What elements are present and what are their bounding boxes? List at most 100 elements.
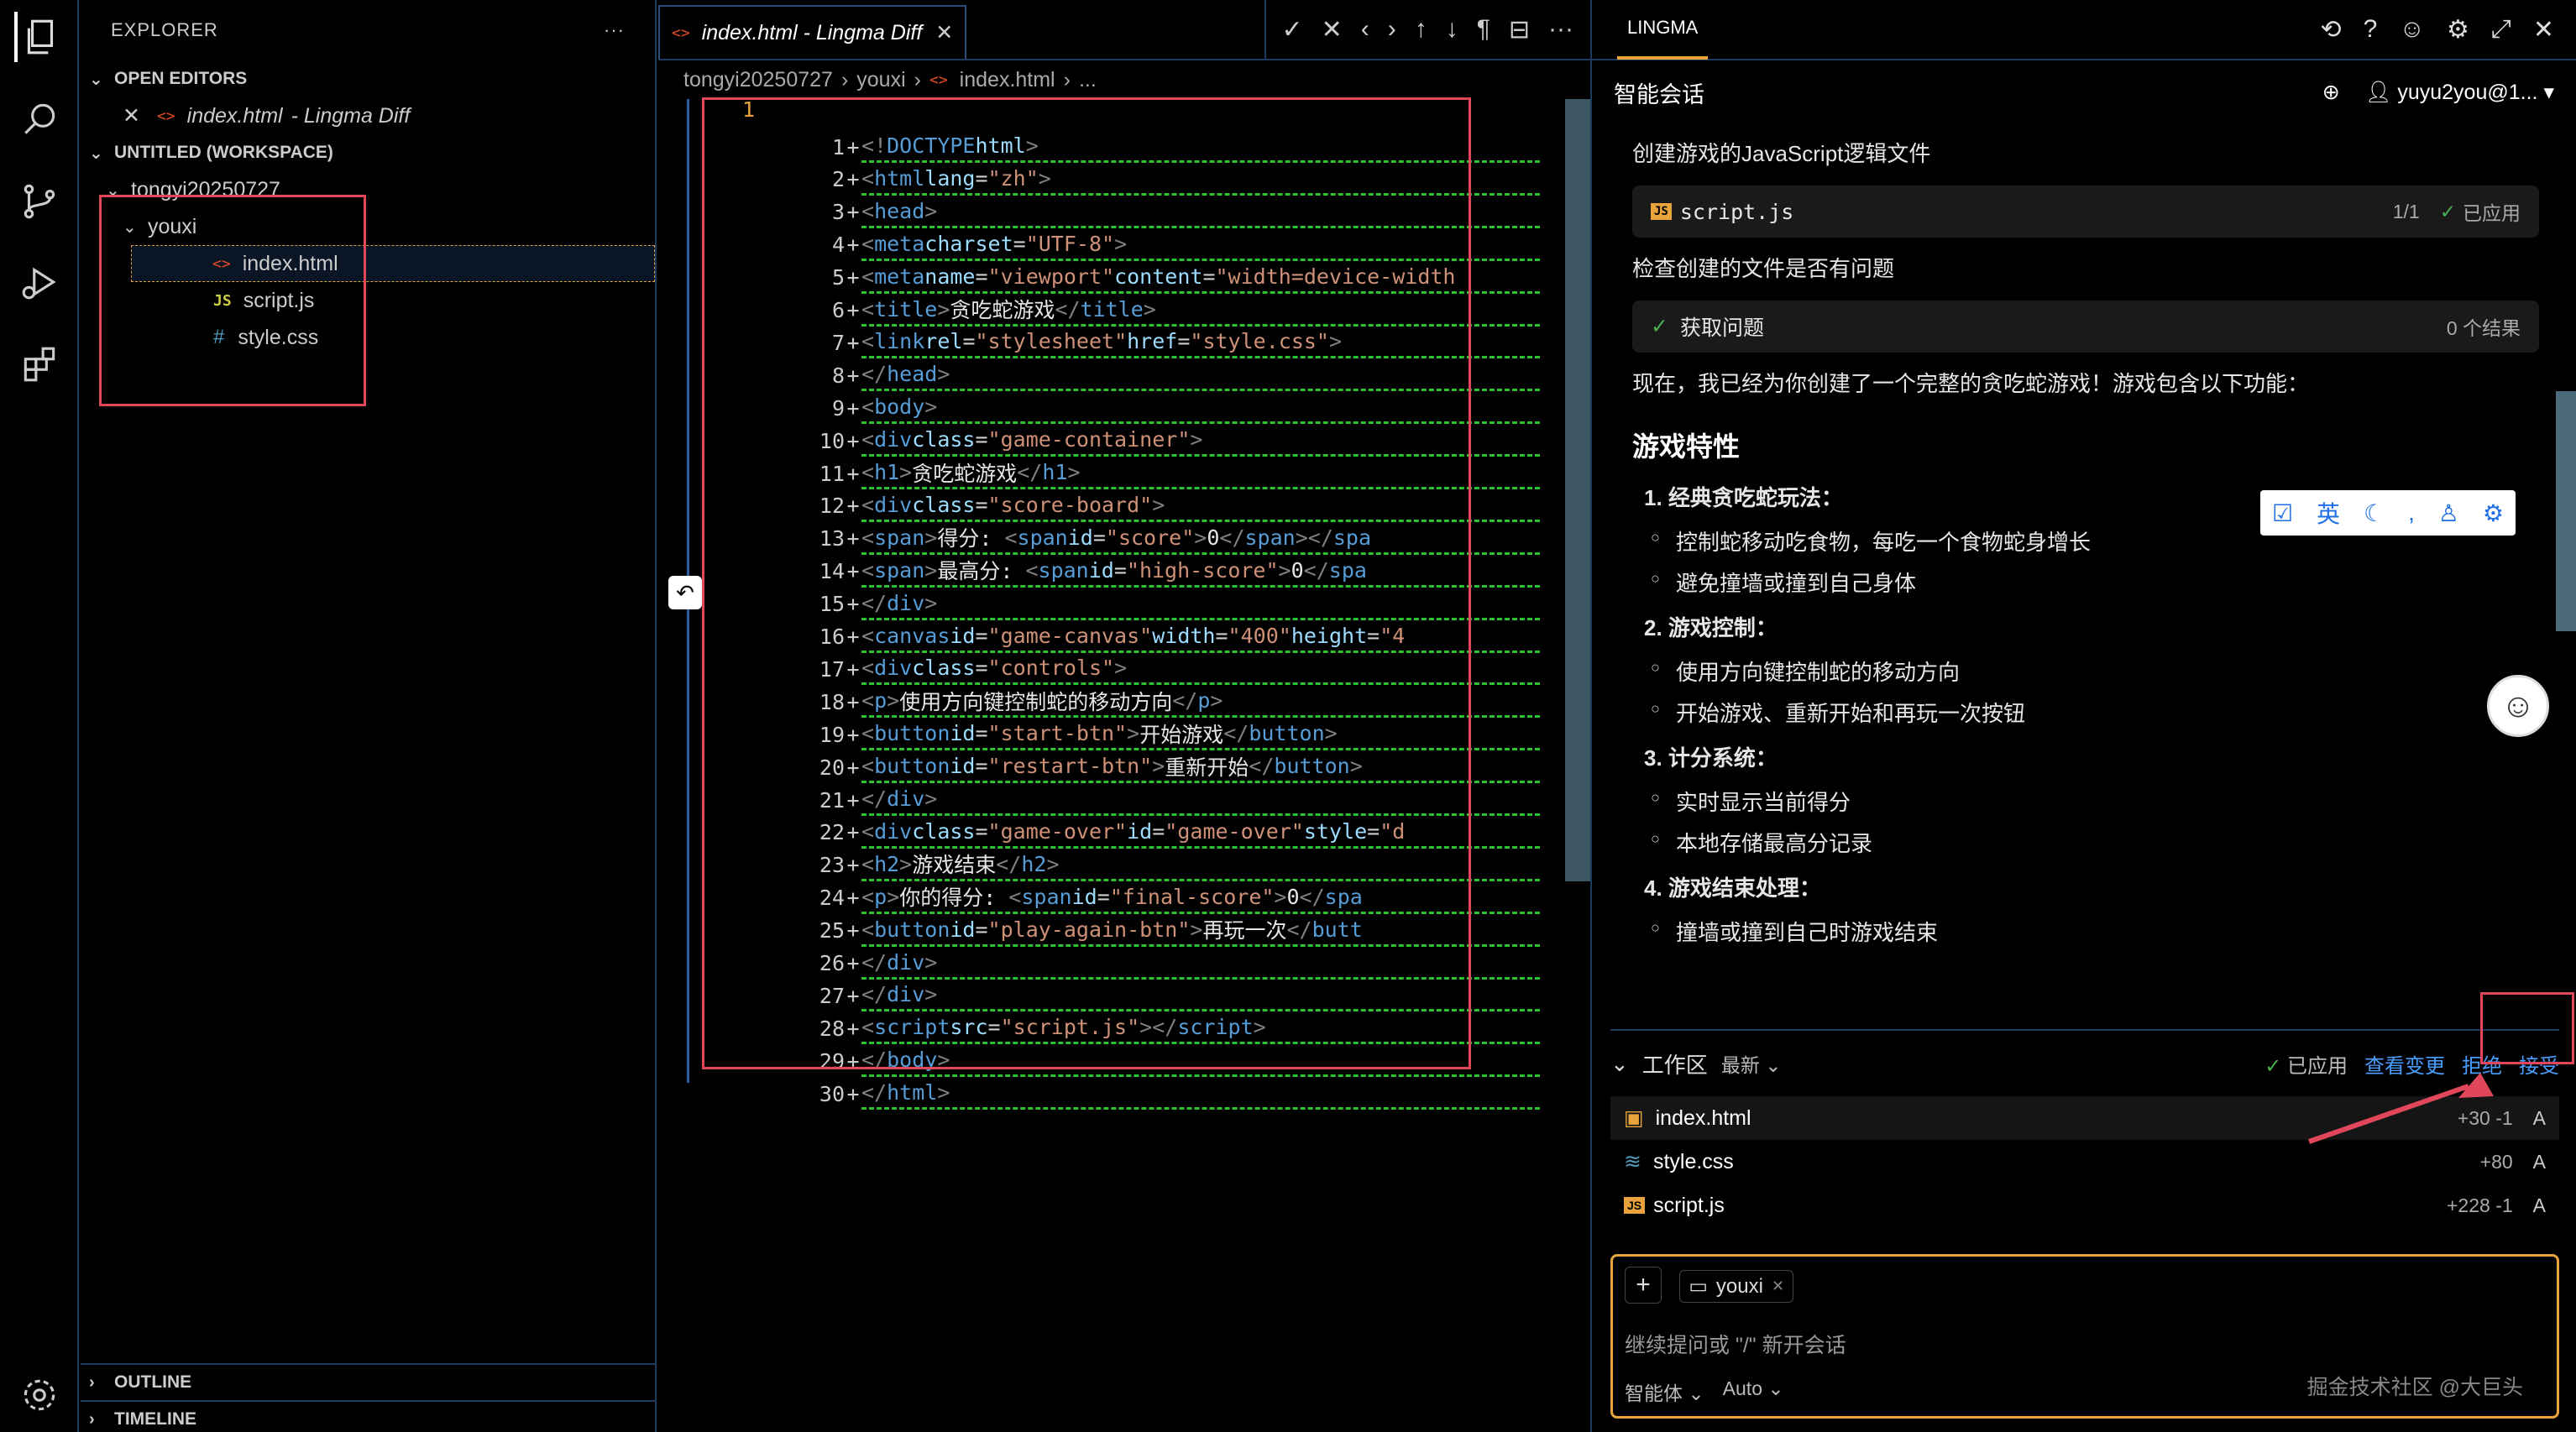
mode-dropdown[interactable]: 智能体 ⌄: [1625, 1382, 1704, 1404]
settings-gear-icon[interactable]: [14, 1370, 65, 1420]
context-chip[interactable]: ▭ youxi ✕: [1679, 1270, 1794, 1303]
breadcrumb-item[interactable]: ...: [1078, 67, 1097, 91]
code-line[interactable]: 6+ <title>贪吃蛇游戏</title>: [658, 295, 1540, 327]
arrow-up-icon[interactable]: ↑: [1414, 15, 1427, 43]
tree-file-style-css[interactable]: # style.css: [213, 319, 318, 356]
code-line[interactable]: 27+ </div>: [658, 980, 1540, 1012]
code-line[interactable]: 11+ <h1>贪吃蛇游戏</h1>: [658, 457, 1540, 489]
code-line[interactable]: 23+ <h2>游戏结束</h2>: [658, 849, 1540, 881]
gear-icon[interactable]: ⚙: [2482, 499, 2504, 526]
code-line[interactable]: 19+ <button id="start-btn">开始游戏</button>: [658, 719, 1540, 751]
code-line[interactable]: 22+ <div class="game-over" id="game-over…: [658, 817, 1540, 849]
search-icon[interactable]: [14, 94, 65, 144]
code-line[interactable]: 7+ <link rel="stylesheet" href="style.cs…: [658, 327, 1540, 359]
ime-toolbar[interactable]: ☑ 英 ☾ , ♙ ⚙: [2260, 490, 2516, 536]
pilcrow-icon[interactable]: ¶: [1476, 15, 1490, 43]
code-line[interactable]: 13+ <span>得分: <span id="score">0</span><…: [658, 523, 1540, 555]
new-chat-icon[interactable]: ⊕: [2322, 81, 2340, 104]
feedback-icon[interactable]: ☺: [2399, 14, 2425, 43]
close-icon[interactable]: ✕: [2532, 15, 2554, 44]
code-line[interactable]: 1+<!DOCTYPE html>: [658, 131, 1540, 163]
extensions-icon[interactable]: [14, 339, 65, 389]
code-line[interactable]: 4+ <meta charset="UTF-8">: [658, 229, 1540, 261]
tree-folder-youxi[interactable]: ⌄ youxi: [123, 208, 196, 245]
code-line[interactable]: 26+ </div>: [658, 948, 1540, 980]
chat-input[interactable]: 继续提问或 "/" 新开会话: [1625, 1334, 1846, 1357]
problems-card[interactable]: ✓ 获取问题 0 个结果: [1632, 301, 2539, 353]
open-editors-section[interactable]: ⌄ OPEN EDITORS: [81, 60, 657, 97]
run-debug-icon[interactable]: [14, 257, 65, 307]
source-control-icon[interactable]: [14, 176, 65, 227]
add-context-button[interactable]: +: [1625, 1267, 1662, 1304]
arrow-left-icon[interactable]: ‹: [1360, 15, 1369, 43]
more-icon[interactable]: ···: [1548, 15, 1573, 43]
workspace-section[interactable]: ⌄ UNTITLED (WORKSPACE): [81, 134, 657, 171]
code-line[interactable]: 10+ <div class="game-container">: [658, 425, 1540, 457]
code-line[interactable]: 25+ <button id="play-again-btn">再玩一次</bu…: [658, 915, 1540, 947]
user-menu[interactable]: 👤︎ yuyu2you@1... ▾: [2365, 80, 2554, 105]
applied-file-card[interactable]: JS script.js 1/1 ✓ 已应用: [1632, 186, 2539, 238]
accept-link[interactable]: 接受: [2519, 1054, 2559, 1078]
code-line[interactable]: 9+<body>: [658, 392, 1540, 425]
breadcrumb-item[interactable]: tongyi20250727: [683, 67, 833, 91]
user-icon[interactable]: ♙: [2437, 499, 2459, 526]
code-line[interactable]: 24+ <p>你的得分: <span id="final-score">0</s…: [658, 882, 1540, 914]
split-editor-icon[interactable]: ⊟: [1508, 15, 1531, 44]
reject-x-icon[interactable]: ✕: [1321, 15, 1343, 44]
ime-lang[interactable]: 英: [2317, 501, 2341, 527]
close-icon[interactable]: ✕: [935, 21, 954, 44]
outline-section[interactable]: › OUTLINE: [81, 1363, 657, 1400]
explorer-icon[interactable]: [14, 12, 65, 62]
view-changes-link[interactable]: 查看变更: [2364, 1054, 2445, 1078]
code-line[interactable]: 30+</html>: [658, 1078, 1540, 1111]
punctuation-icon[interactable]: ,: [2408, 499, 2415, 525]
code-line[interactable]: 8+</head>: [658, 359, 1540, 392]
code-line[interactable]: 12+ <div class="score-board">: [658, 490, 1540, 522]
code-line[interactable]: 21+ </div>: [658, 784, 1540, 816]
model-dropdown[interactable]: Auto ⌄: [1722, 1377, 1784, 1399]
code-line[interactable]: 3+<head>: [658, 196, 1540, 228]
tree-file-script-js[interactable]: JS script.js: [213, 282, 314, 319]
editor-tab-active[interactable]: <> index.html - Lingma Diff ✕: [658, 5, 967, 59]
changed-file-row[interactable]: ▣ index.html +30 -1 A: [1610, 1096, 2559, 1140]
breadcrumb-item[interactable]: youxi: [856, 67, 906, 91]
code-line[interactable]: 14+ <span>最高分: <span id="high-score">0</…: [658, 556, 1540, 588]
code-line[interactable]: 20+ <button id="restart-btn">重新开始</butto…: [658, 751, 1540, 784]
help-icon[interactable]: ?: [2363, 14, 2378, 43]
code-line[interactable]: 15+ </div>: [658, 588, 1540, 620]
code-line[interactable]: 18+ <p>使用方向键控制蛇的移动方向</p>: [658, 686, 1540, 719]
chevron-down-icon[interactable]: ⌄: [1610, 1050, 1629, 1076]
code-line[interactable]: 2+<html lang="zh">: [658, 164, 1540, 196]
arrow-down-icon[interactable]: ↓: [1445, 15, 1458, 43]
code-line[interactable]: 28+ <script src="script.js"></script>: [658, 1012, 1540, 1045]
moon-icon[interactable]: ☾: [2364, 499, 2385, 526]
chat-input-box[interactable]: + ▭ youxi ✕ 继续提问或 "/" 新开会话 智能体 ⌄ Auto ⌄ …: [1610, 1254, 2559, 1419]
more-actions-icon[interactable]: ···: [604, 19, 625, 40]
code-view[interactable]: 1+<!DOCTYPE html>2+<html lang="zh">3+<he…: [658, 99, 1540, 1111]
timeline-section[interactable]: › TIMELINE: [81, 1400, 657, 1432]
gear-icon[interactable]: ⚙: [2446, 15, 2469, 44]
accept-check-icon[interactable]: ✓: [1281, 15, 1303, 44]
close-icon[interactable]: ✕: [1771, 1278, 1785, 1294]
undo-icon[interactable]: ↶: [668, 576, 702, 609]
code-text: <h2>游戏结束</h2>: [861, 849, 1540, 881]
changed-file-row[interactable]: JS script.js +228 -1 A: [1610, 1184, 2559, 1227]
changed-file-row[interactable]: ≋ style.css +80 A: [1610, 1140, 2559, 1184]
tree-file-index-html[interactable]: <> index.html: [131, 245, 655, 282]
editor-scrollbar[interactable]: [1565, 99, 1590, 881]
line-number: 20: [819, 755, 845, 780]
tab-lingma[interactable]: LINGMA: [1617, 0, 1709, 60]
code-line[interactable]: 16+ <canvas id="game-canvas" width="400"…: [658, 621, 1540, 653]
sort-dropdown[interactable]: 最新 ⌄: [1720, 1054, 1782, 1076]
close-icon[interactable]: ✕: [123, 104, 140, 128]
panel-scrollbar[interactable]: [2556, 391, 2576, 631]
open-editor-item[interactable]: ✕ <> index.html - Lingma Diff: [123, 97, 410, 134]
code-line[interactable]: 5+ <meta name="viewport" content="width=…: [658, 262, 1540, 294]
expand-icon[interactable]: ⤢: [2490, 14, 2511, 43]
arrow-right-icon[interactable]: ›: [1387, 15, 1396, 43]
code-line[interactable]: 17+ <div class="controls">: [658, 653, 1540, 686]
checkbox-icon[interactable]: ☑: [2271, 499, 2294, 526]
history-icon[interactable]: ⟲: [2320, 15, 2342, 44]
assistant-avatar[interactable]: ☺: [2487, 675, 2549, 737]
breadcrumb-item[interactable]: index.html: [959, 67, 1055, 91]
